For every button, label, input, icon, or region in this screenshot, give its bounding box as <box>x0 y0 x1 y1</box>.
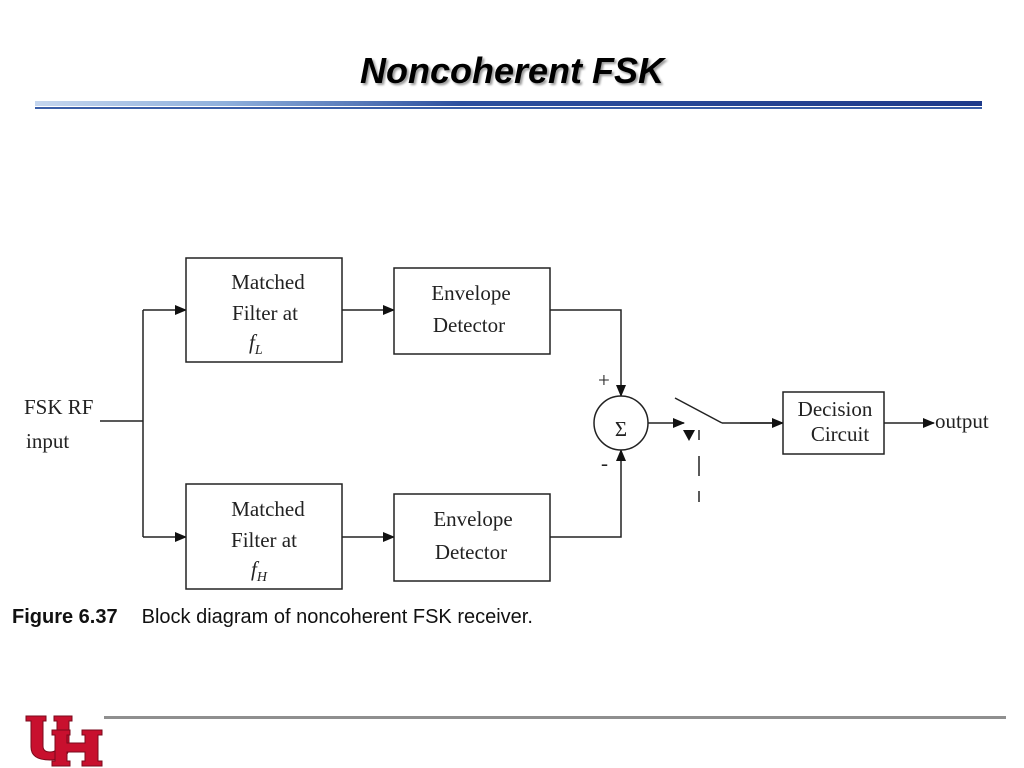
top-filter-line2: Filter at <box>232 301 298 325</box>
decision-circuit-box <box>782 391 885 455</box>
bottom-envelope-line1: Envelope <box>433 507 512 531</box>
top-envelope-to-summer-line <box>550 309 626 397</box>
bottom-envelope-line2: Detector <box>435 540 507 564</box>
bottom-matched-filter-box <box>185 483 343 590</box>
slide-title: Noncoherent FSK <box>359 50 664 91</box>
input-label-line1: FSK RF <box>24 395 93 419</box>
sampling-switch <box>674 397 783 424</box>
top-envelope-detector-box <box>393 267 551 355</box>
figure-caption: Figure 6.37 Block diagram of noncoherent … <box>12 606 533 629</box>
minus-sign: - <box>601 451 608 475</box>
figure-caption-text: Block diagram of noncoherent FSK receive… <box>141 606 533 628</box>
top-filter-line1: Matched <box>231 270 305 294</box>
title-rule <box>35 101 982 109</box>
decision-line1: Decision <box>798 397 873 421</box>
university-logo <box>25 715 103 767</box>
top-envelope-line1: Envelope <box>431 281 510 305</box>
bottom-filter-line1: Matched <box>231 497 305 521</box>
bottom-filter-frequency: fH <box>251 557 268 585</box>
output-label: output <box>935 409 989 433</box>
bottom-envelope-to-summer-line <box>550 449 626 538</box>
input-branch-lines <box>100 310 144 537</box>
footer-rule <box>104 716 1006 719</box>
input-label-line2: input <box>26 429 69 453</box>
decision-line2: Circuit <box>811 422 869 446</box>
top-envelope-line2: Detector <box>433 313 505 337</box>
plus-sign: + <box>598 368 610 392</box>
top-filter-frequency: fL <box>249 330 263 358</box>
switch-clock-arrowhead <box>683 430 695 441</box>
bottom-filter-line2: Filter at <box>231 528 297 552</box>
summer-symbol: Σ <box>615 417 627 441</box>
figure-number: Figure 6.37 <box>12 606 118 628</box>
